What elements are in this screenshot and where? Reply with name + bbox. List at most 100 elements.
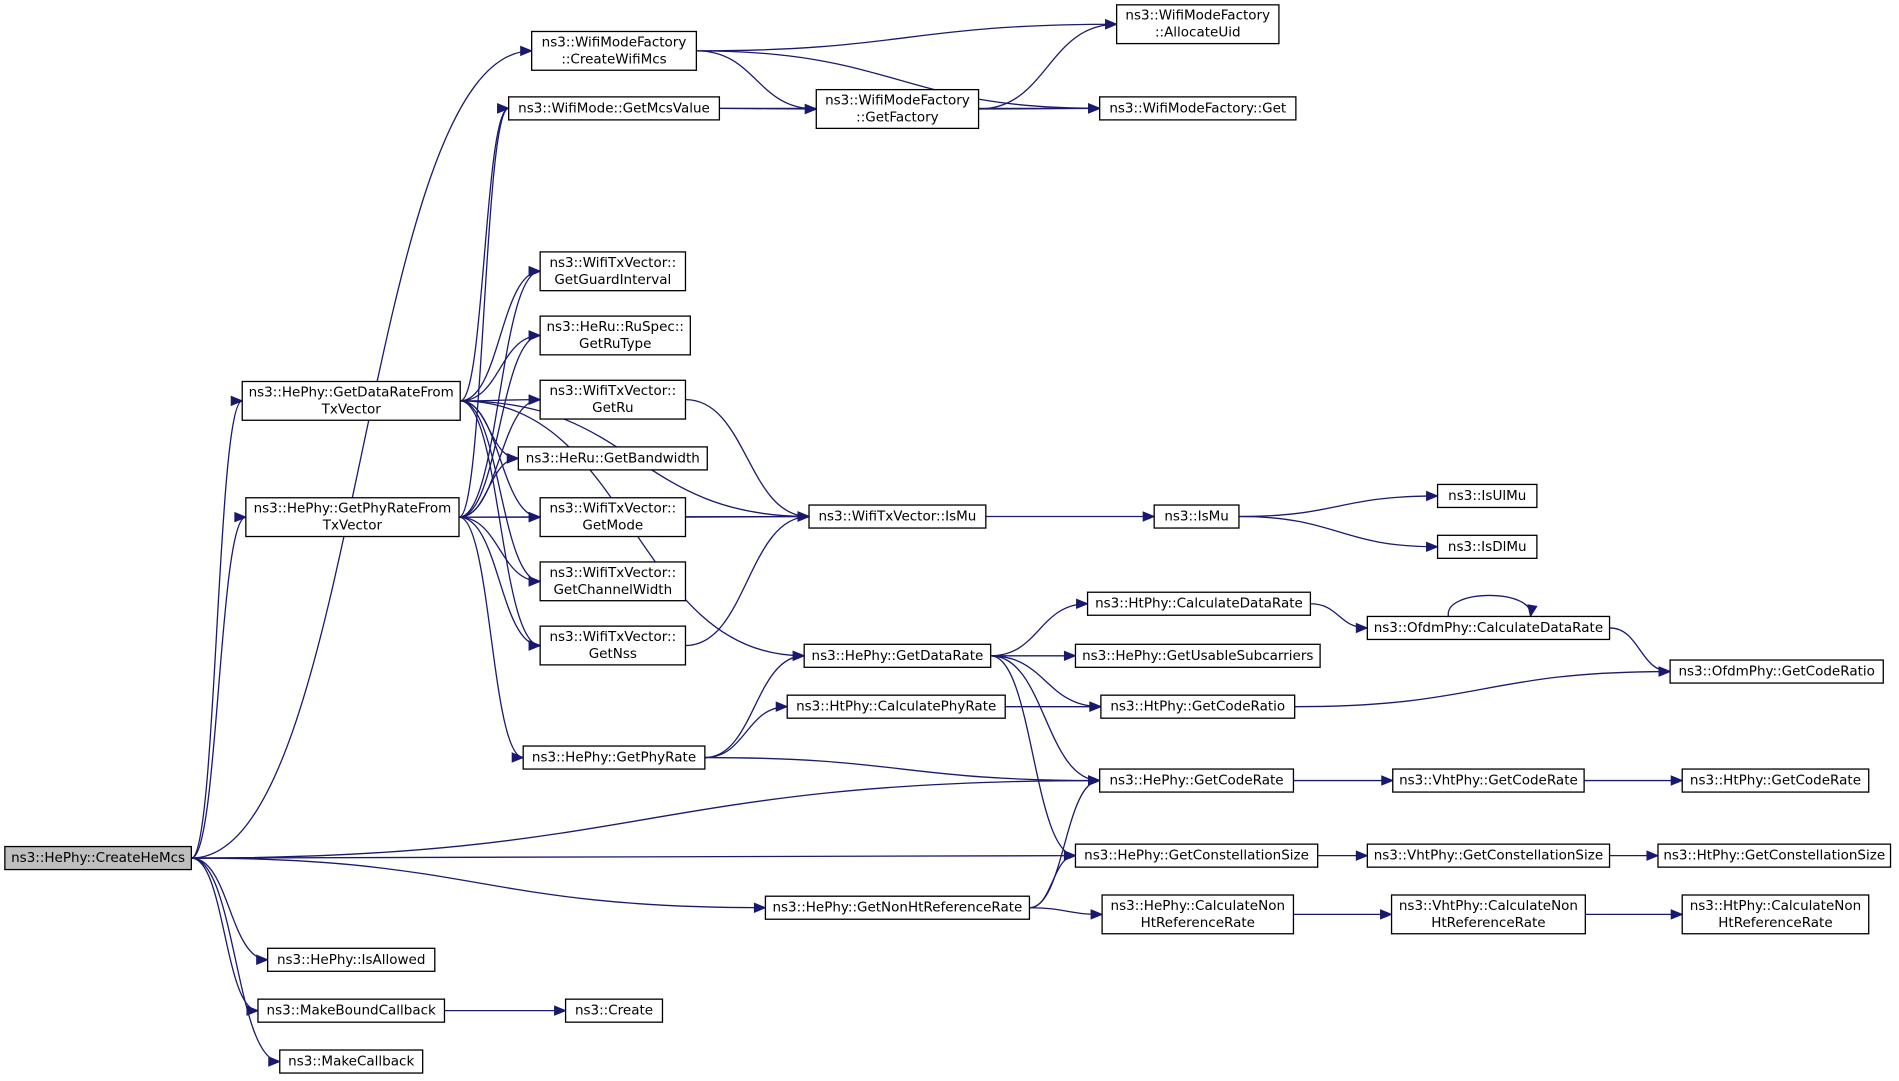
- edge-get-phy-rate-from-tx-to-get-nss: [458, 516, 542, 651]
- node-label: ns3::WifiTxVector::: [549, 565, 676, 581]
- edge-line: [685, 515, 810, 647]
- node-ht-calc-phy-rate[interactable]: ns3::HtPhy::CalculatePhyRate: [786, 694, 1006, 719]
- node-is-dl-mu[interactable]: ns3::IsDlMu: [1436, 534, 1538, 559]
- node-is-allowed[interactable]: ns3::HePhy::IsAllowed: [267, 947, 436, 972]
- node-is-mu[interactable]: ns3::IsMu: [1153, 504, 1240, 529]
- node-allocate-uid[interactable]: ns3::WifiModeFactory::AllocateUid: [1115, 4, 1280, 45]
- node-box: [267, 947, 436, 972]
- node-box: [1390, 894, 1586, 935]
- node-ht-get-code-rate[interactable]: ns3::HtPhy::GetCodeRate: [1681, 768, 1870, 793]
- node-box: [786, 694, 1006, 719]
- edge-arrowhead: [1063, 850, 1077, 861]
- node-label: ::CreateWifiMcs: [561, 51, 666, 67]
- edge-arrowhead: [1076, 598, 1089, 609]
- edge-line: [458, 516, 541, 647]
- node-box: [539, 251, 687, 292]
- node-box: [539, 561, 687, 602]
- function-nodes: ns3::HePhy::CreateHeMcs ns3::WifiModeFact…: [4, 4, 1892, 1074]
- node-ofdm-calc-data-rate[interactable]: ns3::OfdmPhy::CalculateDataRate: [1366, 615, 1611, 641]
- edge-arrowhead: [497, 103, 510, 114]
- node-get-ru[interactable]: ns3::WifiTxVector::GetRu: [539, 379, 687, 420]
- node-ht-get-const-size[interactable]: ns3::HtPhy::GetConstellationSize: [1657, 843, 1892, 868]
- node-get-factory[interactable]: ns3::WifiModeFactory::GetFactory: [815, 88, 980, 130]
- edge-arrowhead: [1381, 775, 1395, 786]
- node-wmf-get[interactable]: ns3::WifiModeFactory::Get: [1099, 96, 1297, 121]
- edge-he-get-code-rate-to-vht-get-code-rate: [1293, 775, 1395, 786]
- node-he-phy-get-data-rate[interactable]: ns3::HePhy::GetDataRate: [803, 643, 992, 668]
- node-box: [508, 96, 721, 121]
- node-create[interactable]: ns3::Create: [564, 998, 664, 1023]
- node-label: ns3::HtPhy::GetConstellationSize: [1663, 848, 1885, 864]
- edge-arrowhead: [1088, 103, 1101, 114]
- node-box: [1681, 894, 1870, 935]
- node-make-bound-callback[interactable]: ns3::MakeBoundCallback: [257, 998, 446, 1023]
- node-label: ns3::HePhy::CreateHeMcs: [11, 850, 185, 866]
- edge-line: [460, 400, 541, 582]
- node-he-get-phy-rate[interactable]: ns3::HePhy::GetPhyRate: [522, 745, 706, 770]
- node-label: GetGuardInterval: [554, 272, 671, 288]
- node-is-mu-tx[interactable]: ns3::WifiTxVector::IsMu: [808, 504, 987, 529]
- edge-line: [978, 23, 1117, 110]
- node-get-mcs-value[interactable]: ns3::WifiMode::GetMcsValue: [508, 96, 721, 121]
- node-he-get-code-rate[interactable]: ns3::HePhy::GetCodeRate: [1099, 768, 1295, 793]
- node-box: [517, 446, 708, 471]
- edge-line: [1238, 515, 1438, 548]
- node-label: ::GetFactory: [856, 109, 938, 125]
- node-label: ns3::IsUlMu: [1448, 488, 1526, 504]
- node-box: [539, 379, 687, 420]
- node-vht-get-const-size[interactable]: ns3::VhtPhy::GetConstellationSize: [1366, 843, 1611, 868]
- node-label: ns3::OfdmPhy::GetCodeRatio: [1678, 664, 1874, 680]
- node-ofdm-get-code-ratio[interactable]: ns3::OfdmPhy::GetCodeRatio: [1669, 659, 1884, 684]
- node-get-channel-width[interactable]: ns3::WifiTxVector::GetChannelWidth: [539, 561, 687, 602]
- edge-create-he-mcs-to-is-allowed: [191, 857, 269, 966]
- node-label: HtReferenceRate: [1431, 915, 1545, 931]
- node-get-mode[interactable]: ns3::WifiTxVector::GetMode: [539, 497, 687, 538]
- node-label: GetNss: [589, 646, 637, 662]
- node-label: ns3::WifiTxVector::: [549, 629, 676, 645]
- node-box: [764, 895, 1031, 920]
- node-get-nss[interactable]: ns3::WifiTxVector::GetNss: [539, 625, 687, 666]
- edge-line: [1238, 495, 1438, 518]
- node-ht-get-code-ratio[interactable]: ns3::HtPhy::GetCodeRatio: [1100, 694, 1296, 719]
- edge-arrowhead: [511, 752, 525, 763]
- node-get-guard-interval[interactable]: ns3::WifiTxVector::GetGuardInterval: [539, 251, 687, 292]
- node-label: ns3::HeRu::GetBandwidth: [526, 450, 700, 466]
- node-make-callback[interactable]: ns3::MakeCallback: [279, 1049, 424, 1074]
- node-ht-calc-data-rate[interactable]: ns3::HtPhy::CalculateDataRate: [1086, 591, 1312, 616]
- edge-he-phy-get-data-rate-to-he-get-code-rate: [990, 655, 1101, 786]
- edge-arrowhead: [1090, 909, 1104, 920]
- node-label: ns3::VhtPhy::CalculateNon: [1399, 898, 1578, 914]
- edge-arrowhead: [1105, 18, 1118, 30]
- node-get-usable-subcarriers[interactable]: ns3::HePhy::GetUsableSubcarriers: [1074, 643, 1321, 668]
- node-box: [1681, 768, 1870, 793]
- node-he-get-const-size[interactable]: ns3::HePhy::GetConstellationSize: [1074, 843, 1319, 868]
- node-label: ns3::WifiTxVector::: [549, 255, 676, 271]
- edge-get-phy-rate-from-tx-to-he-get-phy-rate: [458, 516, 525, 763]
- edge-create-he-mcs-to-get-data-rate-from-tx: [190, 395, 244, 859]
- node-label: ns3::WifiModeFactory: [825, 93, 970, 109]
- edge-line: [190, 400, 243, 859]
- edge-line: [990, 603, 1088, 657]
- node-he-get-non-ht-ref[interactable]: ns3::HePhy::GetNonHtReferenceRate: [764, 895, 1031, 920]
- node-get-bandwidth[interactable]: ns3::HeRu::GetBandwidth: [517, 446, 708, 471]
- node-box: [1100, 694, 1296, 719]
- node-create-wifi-mcs[interactable]: ns3::WifiModeFactory::CreateWifiMcs: [531, 30, 698, 71]
- edge-he-get-phy-rate-to-ht-calc-phy-rate: [704, 701, 789, 759]
- node-create-he-mcs[interactable]: ns3::HePhy::CreateHeMcs: [4, 845, 193, 871]
- node-vht-get-code-rate[interactable]: ns3::VhtPhy::GetCodeRate: [1392, 768, 1585, 793]
- edge-arrowhead: [256, 954, 269, 966]
- edge-get-factory-to-allocate-uid: [978, 18, 1118, 110]
- node-box: [564, 998, 664, 1023]
- node-is-ul-mu[interactable]: ns3::IsUlMu: [1436, 483, 1538, 509]
- node-label: ns3::WifiModeFactory: [1125, 8, 1270, 24]
- node-label: ns3::HtPhy::CalculateNon: [1690, 898, 1862, 914]
- edge-line: [1294, 670, 1671, 708]
- edge-get-data-rate-from-tx-to-get-mcs-value: [459, 103, 510, 402]
- node-box: [531, 30, 698, 71]
- node-get-ru-type[interactable]: ns3::HeRu::RuSpec::GetRuType: [539, 315, 691, 356]
